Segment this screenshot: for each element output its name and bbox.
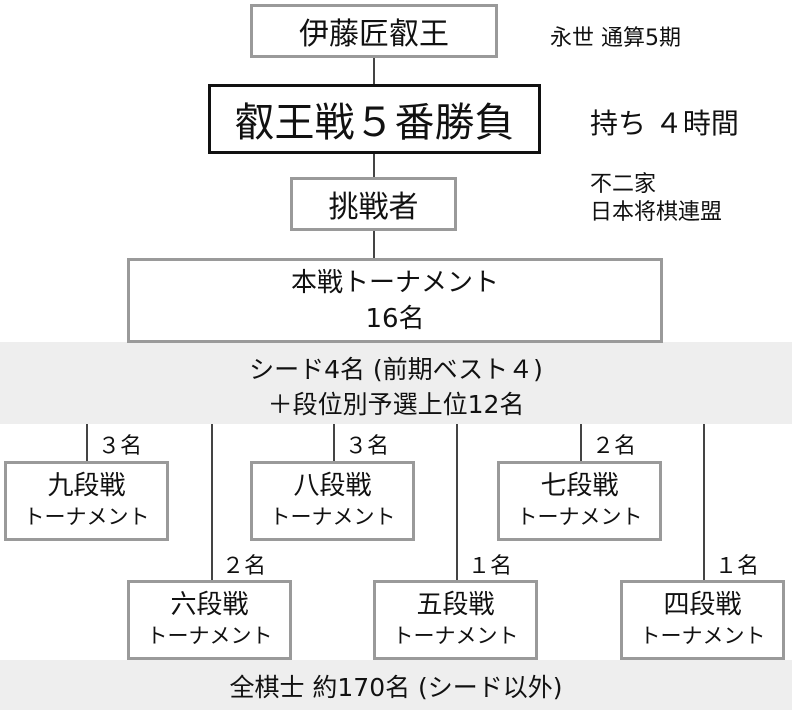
qualifier-sub: トーナメント [392,624,519,648]
qualifier-box-6dan: 六段戦 トーナメント [127,580,292,660]
holder-name: 伊藤匠叡王 [299,17,449,52]
all-players-band [0,660,792,710]
holder-box: 伊藤匠叡王 [250,4,498,58]
qualifier-name: 八段戦 [293,471,372,501]
challenger-box: 挑戦者 [290,177,457,231]
qualifier-box-5dan: 五段戦 トーナメント [373,580,538,660]
seed-band-line2: ＋段位別予選上位12名 [267,390,525,419]
advance-6dan: ２名 [222,554,267,579]
sponsor-1: 不二家 [590,172,657,197]
connector-7dan [580,424,582,462]
qualifier-box-4dan: 四段戦 トーナメント [620,580,785,660]
qualifier-name: 六段戦 [170,590,249,620]
connector-9dan [86,424,88,462]
title-match-box: 叡王戦５番勝負 [208,84,541,154]
connector-title-challenger [373,152,375,178]
main-tournament-box: 本戦トーナメント 16名 [127,258,663,343]
qualifier-sub: トーナメント [23,505,150,529]
seed-band-line1: シード4名 (前期ベスト４) [249,355,543,384]
advance-8dan: ３名 [345,434,390,459]
advance-5dan: １名 [468,554,513,579]
all-players-label: 全棋士 約170名 (シード以外) [229,673,563,702]
qualifier-box-7dan: 七段戦 トーナメント [497,461,662,541]
connector-challenger-main [373,230,375,260]
seed-band [0,342,792,424]
qualifier-box-9dan: 九段戦 トーナメント [4,461,169,541]
connector-holder-title [373,56,375,86]
qualifier-sub: トーナメント [639,624,766,648]
connector-8dan [333,424,335,462]
connector-4dan [703,424,705,581]
time-limit: 持ち ４時間 [590,107,739,140]
qualifier-name: 七段戦 [540,471,619,501]
qualifier-name: 九段戦 [47,471,126,501]
qualifier-sub: トーナメント [146,624,273,648]
advance-9dan: ３名 [98,434,143,459]
sponsor-2: 日本将棋連盟 [590,200,723,225]
holder-note: 永世 通算5期 [550,26,681,51]
connector-6dan [211,424,213,581]
challenger-label: 挑戦者 [328,190,419,225]
title-match-label: 叡王戦５番勝負 [234,100,515,146]
main-tournament-count: 16名 [365,303,425,334]
qualifier-sub: トーナメント [269,505,396,529]
advance-4dan: １名 [715,554,760,579]
qualifier-box-8dan: 八段戦 トーナメント [250,461,415,541]
connector-5dan [456,424,458,581]
main-tournament-label: 本戦トーナメント [290,267,499,298]
qualifier-sub: トーナメント [516,505,643,529]
qualifier-name: 四段戦 [663,590,742,620]
advance-7dan: ２名 [592,434,637,459]
qualifier-name: 五段戦 [416,590,495,620]
